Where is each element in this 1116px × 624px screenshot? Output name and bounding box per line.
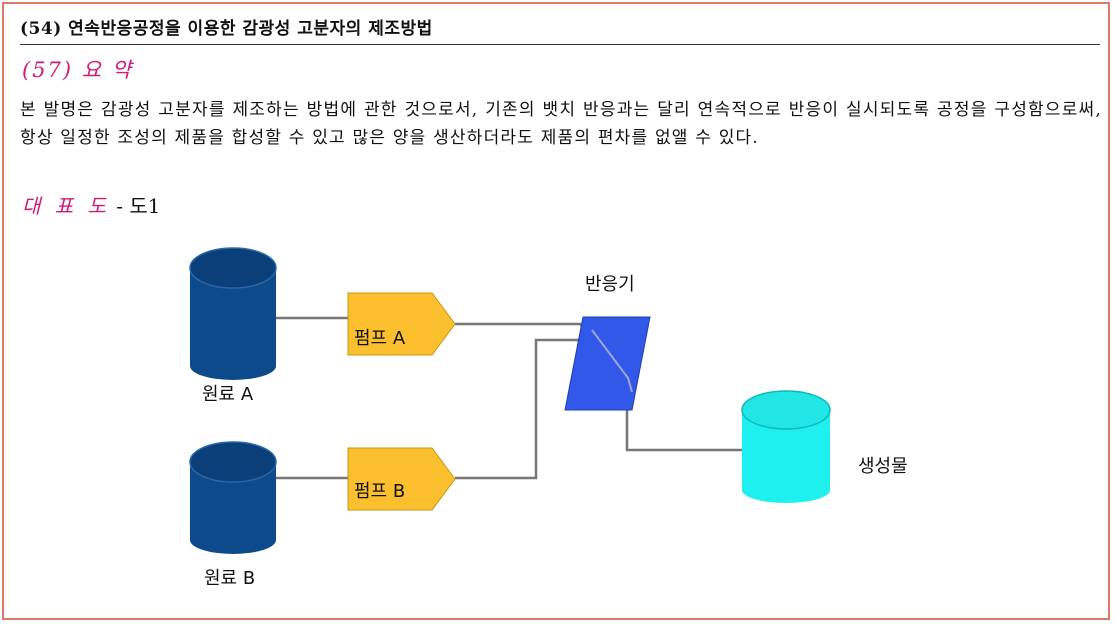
material-a-tank bbox=[189, 247, 277, 380]
representative-drawing-line: 대 표 도 - 도1 bbox=[22, 190, 161, 219]
material-a-tank-body bbox=[190, 268, 276, 380]
pump-a-shape bbox=[347, 292, 456, 356]
product-tank bbox=[741, 390, 831, 503]
material-b-tank-body bbox=[190, 462, 276, 554]
summary-heading: (57) 요 약 bbox=[22, 58, 134, 82]
product-tank-body bbox=[742, 410, 830, 503]
representative-value: 도1 bbox=[129, 194, 161, 218]
reactor-inner-pipe bbox=[591, 329, 633, 393]
material-a-label: 원료 A bbox=[202, 384, 254, 405]
pump-b-label: 펌프 B bbox=[354, 481, 405, 502]
patent-title: (54) 연속반응공정을 이용한 감광성 고분자의 제조방법 bbox=[20, 14, 1100, 45]
product-tank-top bbox=[741, 390, 831, 430]
reactor-shape bbox=[564, 316, 651, 411]
pipe-reactor-to-product bbox=[625, 395, 742, 452]
pump-a-label: 펌프 A bbox=[354, 328, 406, 349]
product-label: 생성물 bbox=[858, 456, 908, 477]
material-a-tank-top bbox=[189, 247, 277, 289]
material-b-tank bbox=[189, 441, 277, 554]
material-b-label: 원료 B bbox=[204, 568, 255, 589]
reactor-label: 반응기 bbox=[585, 274, 635, 295]
representative-separator: - bbox=[109, 194, 130, 218]
representative-label: 대 표 도 bbox=[22, 194, 110, 218]
abstract-text: 본 발명은 감광성 고분자를 제조하는 방법에 관한 것으로서, 기존의 뱃치 … bbox=[20, 100, 1102, 148]
pipes bbox=[276, 316, 742, 480]
material-b-tank-top bbox=[189, 441, 277, 483]
pump-b-shape bbox=[347, 447, 456, 511]
